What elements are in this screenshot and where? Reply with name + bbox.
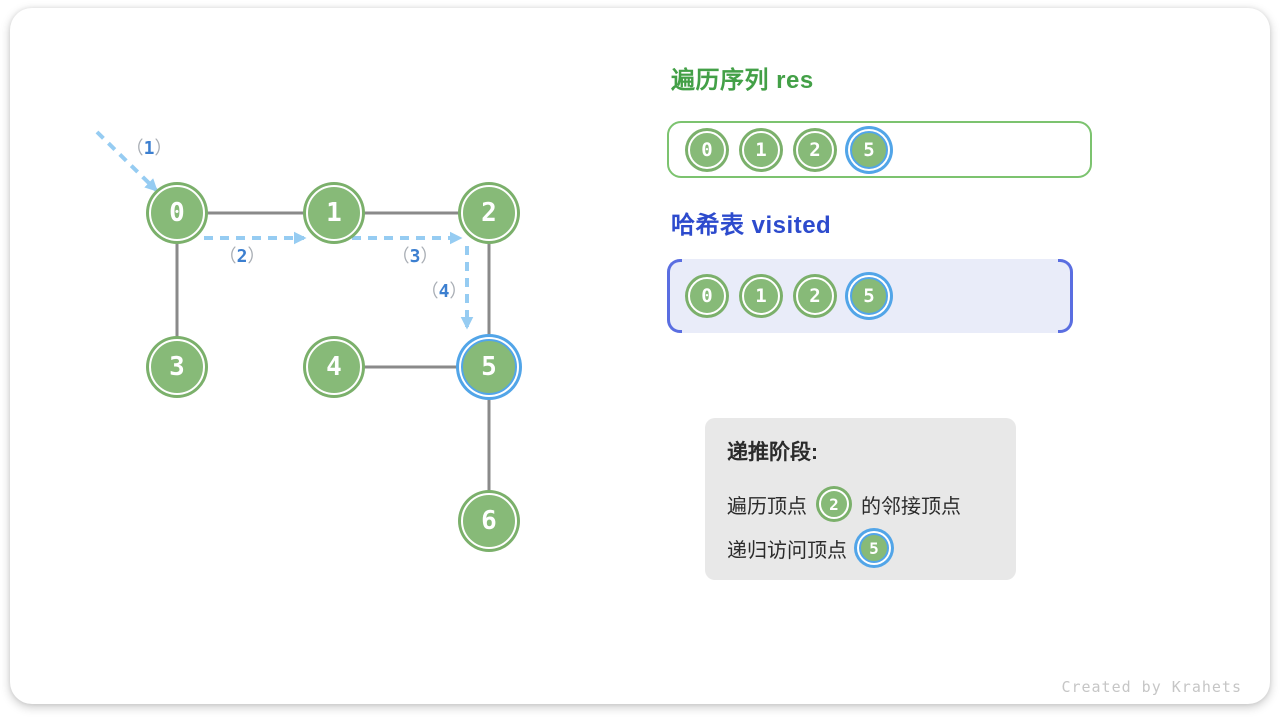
traversal-arrow-1 [95,130,158,192]
status-vertex-5-chip: 5 [859,533,889,563]
visited-hashset-title: 哈希表 visited [671,212,832,239]
step-number: 4 [438,281,450,302]
status-line-1: 遍历顶点 2 的邻接顶点 [727,482,996,526]
step-paren-open: （ [125,138,144,159]
graph-node-5: 5 [461,339,517,395]
visited-item-2: 2 [796,277,834,315]
visited-item-1: 1 [742,277,780,315]
res-item-5: 5 [850,130,888,169]
step-paren-close: ） [154,138,173,159]
step-number: 2 [236,246,248,267]
step-label-4: （4） [421,277,468,303]
status-vertex-2-chip: 2 [819,489,849,519]
step-paren-close: ） [420,246,439,267]
graph-node-6: 6 [461,493,517,549]
step-paren-close: ） [449,281,468,302]
status-line2-prefix: 递归访问顶点 [727,539,847,562]
res-sequence-title: 遍历序列 res [671,67,814,94]
res-item-1: 1 [742,130,780,169]
step-label-3: （3） [392,242,439,268]
step-number: 1 [143,138,155,159]
visited-item-5: 5 [850,277,888,315]
step-label-2: （2） [219,242,266,268]
status-title: 递推阶段: [727,441,818,464]
status-line1-suffix: 的邻接顶点 [861,495,961,518]
graph-node-3: 3 [149,339,205,395]
watermark-credit: Created by Krahets [1061,678,1242,696]
res-item-2: 2 [796,130,834,169]
step-number: 3 [409,246,421,267]
step-paren-open: （ [218,246,237,267]
visited-item-0: 0 [688,277,726,315]
graph-node-1: 1 [306,185,362,241]
res-item-0: 0 [688,130,726,169]
graph-node-4: 4 [306,339,362,395]
status-line1-prefix: 遍历顶点 [727,495,807,518]
step-paren-open: （ [420,281,439,302]
graph-node-0: 0 [149,185,205,241]
step-paren-close: ） [247,246,266,267]
step-label-1: （1） [126,134,173,160]
graph-node-2: 2 [461,185,517,241]
status-box: 递推阶段: 遍历顶点 2 的邻接顶点 递归访问顶点 5 [705,418,1016,580]
step-paren-open: （ [391,246,410,267]
status-line-2: 递归访问顶点 5 [727,526,996,570]
